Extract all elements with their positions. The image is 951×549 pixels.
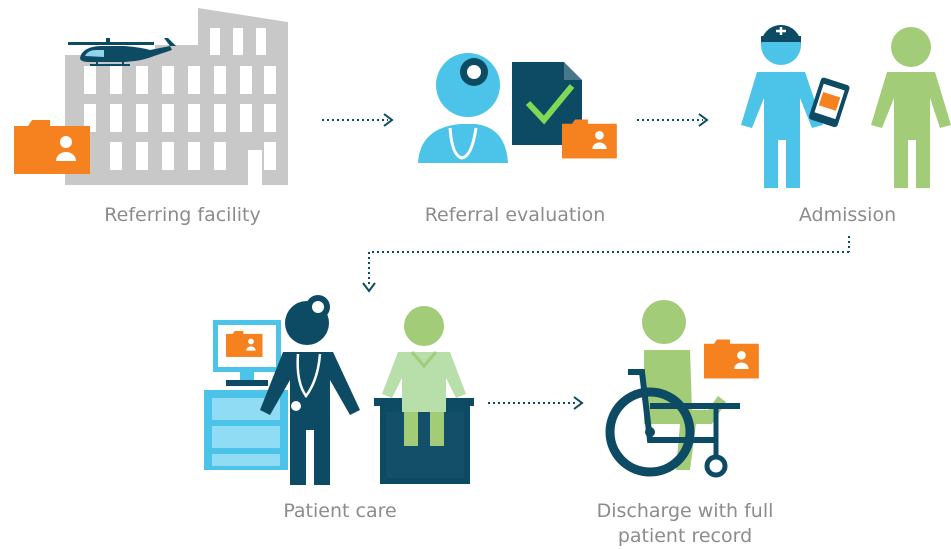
doctor-checklist-icon [418, 53, 617, 163]
step-label-referring-facility: Referring facility [104, 204, 261, 226]
step-label-admission: Admission [798, 204, 897, 226]
flow-arrow-2 [637, 113, 709, 127]
step-label-referral-evaluation: Referral evaluation [424, 204, 606, 226]
hospital-building-helicopter-icon [14, 8, 288, 185]
step-label-patient-care: Patient care [283, 500, 397, 522]
flow-arrow-4 [488, 396, 584, 410]
step-label-discharge-line1: Discharge with full [596, 500, 774, 522]
wheelchair-patient-icon [605, 300, 759, 478]
doctor-patient-bed-icon [204, 295, 474, 485]
flow-arrow-1 [322, 113, 394, 127]
nurse-tablet-patient-icon [741, 25, 951, 188]
step-label-discharge: Discharge with full patient record [560, 499, 810, 549]
step-label-discharge-line2: patient record [617, 525, 753, 547]
flow-arrow-3 [362, 236, 850, 293]
